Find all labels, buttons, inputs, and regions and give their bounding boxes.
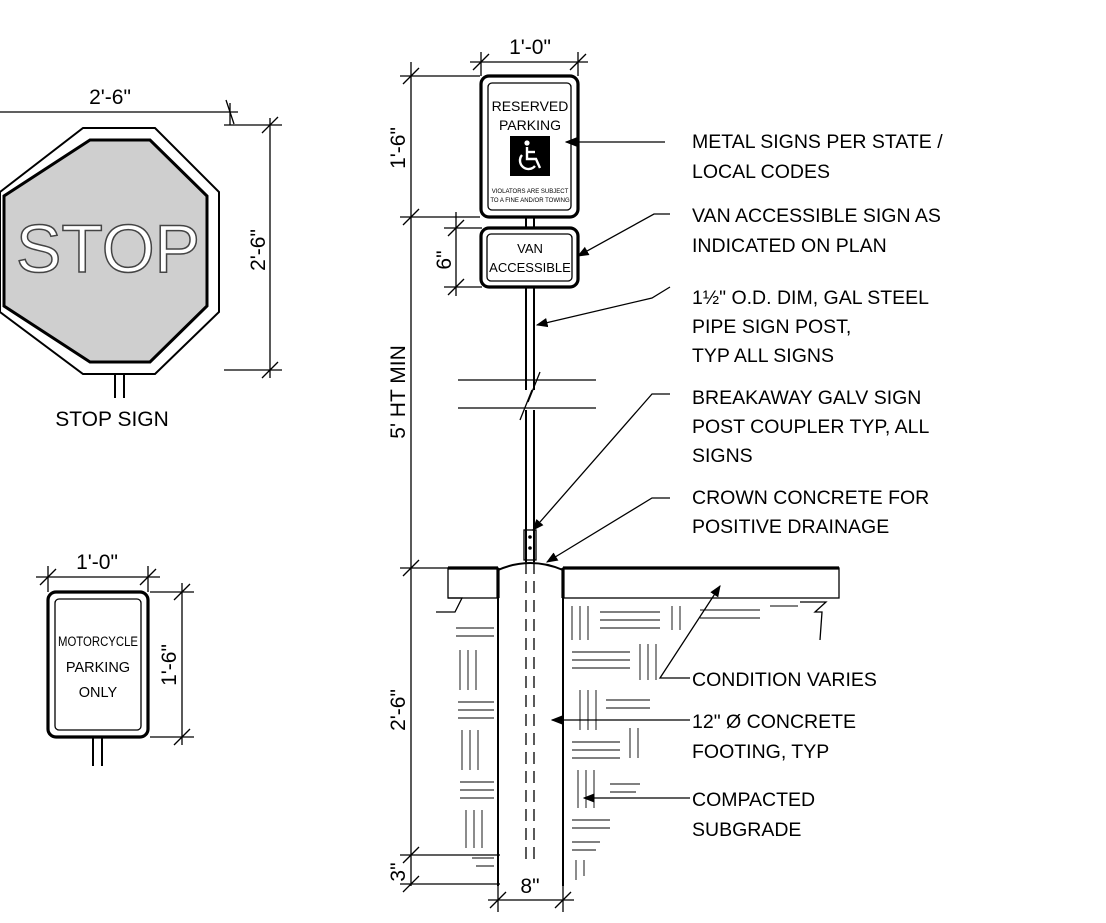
stop-height-label: 2'-6" [247, 229, 270, 271]
post-height-label: 5' HT MIN [387, 345, 410, 438]
note-van-sign-1: VAN ACCESSIBLE SIGN AS [692, 205, 941, 227]
stop-sign-text: STOP [16, 211, 200, 287]
stop-sign-caption: STOP SIGN [55, 408, 169, 431]
van-sign-height-label: 6" [433, 250, 456, 269]
leader-lines [532, 137, 721, 803]
sign-height-label: 1'-6" [387, 127, 410, 169]
stop-width-dimension: 2'-6" [0, 86, 238, 125]
reserved-fine-print-1: VIOLATORS ARE SUBJECT [492, 189, 569, 195]
motorcycle-width-label: 1'-0" [76, 551, 118, 574]
note-pipe-post-1: 1½" O.D. DIM, GAL STEEL [692, 287, 929, 309]
stop-width-label: 2'-6" [89, 86, 131, 109]
motorcycle-line-2: PARKING [66, 660, 130, 676]
note-metal-signs-2: LOCAL CODES [692, 161, 830, 183]
reserved-line-2: PARKING [499, 117, 561, 133]
note-coupler-3: SIGNS [692, 445, 753, 467]
note-subgrade-2: SUBGRADE [692, 819, 801, 841]
note-crown-1: CROWN CONCRETE FOR [692, 487, 929, 509]
breakaway-coupler [523, 529, 537, 561]
note-metal-signs-1: METAL SIGNS PER STATE / [692, 131, 943, 153]
motorcycle-line-1: MOTORCYCLE [58, 634, 138, 649]
base-depth-label: 3" [387, 862, 410, 881]
sign-width-dimension: 1'-0" [470, 36, 588, 76]
van-accessible-sign: VAN ACCESSIBLE [479, 226, 580, 289]
stop-sign-detail: 2'-6" 2'-6" STOP STOP SIGN [0, 86, 282, 431]
reserved-parking-sign: RESERVED PARKING VIOLATORS ARE SUBJECT T… [479, 74, 580, 219]
note-pipe-post-3: TYP ALL SIGNS [692, 345, 834, 367]
motorcycle-sign-detail: 1'-0" 1'-6" MOTORCYCLE PARKING ONLY [36, 551, 194, 766]
stop-sign-face [2, 138, 209, 364]
sign-post [458, 217, 596, 562]
footing-depth-label: 2'-6" [387, 689, 410, 731]
reserved-fine-print-2: TO A FINE AND/OR TOWING [490, 198, 570, 204]
note-crown-2: POSITIVE DRAINAGE [692, 516, 889, 538]
reserved-line-1: RESERVED [492, 98, 569, 114]
wheelchair-accessibility-icon [518, 140, 542, 171]
note-footing-2: FOOTING, TYP [692, 741, 829, 763]
footing-width-label: 8" [520, 875, 539, 898]
motorcycle-width-dimension: 1'-0" [36, 551, 160, 592]
pavement-section [436, 562, 840, 886]
note-subgrade-1: COMPACTED [692, 789, 815, 811]
van-line-1: VAN [517, 241, 543, 256]
note-coupler-2: POST COUPLER TYP, ALL [692, 416, 930, 438]
note-condition: CONDITION VARIES [692, 669, 877, 691]
motorcycle-line-3: ONLY [79, 685, 118, 701]
motorcycle-sign-outer [46, 590, 150, 739]
note-coupler-1: BREAKAWAY GALV SIGN [692, 387, 921, 409]
sign-width-label: 1'-0" [509, 36, 551, 59]
footing-width-dimension: 8" [488, 875, 574, 912]
subgrade-hatch [456, 605, 798, 880]
motorcycle-sign-inner [54, 598, 142, 731]
motorcycle-height-dimension: 1'-6" [150, 583, 194, 746]
post-vertical-dimensions: 1'-6" 5' HT MIN 2'-6" 3" [387, 62, 500, 893]
motorcycle-height-label: 1'-6" [158, 644, 181, 686]
sign-post-detail: 1'-0" 1'-6" 5' HT MIN 2'-6" 3" [387, 36, 943, 912]
stop-sign-outer-border [0, 127, 220, 375]
van-line-2: ACCESSIBLE [489, 260, 571, 275]
note-footing-1: 12" Ø CONCRETE [692, 711, 856, 733]
callout-notes: METAL SIGNS PER STATE / LOCAL CODES VAN … [692, 131, 943, 841]
note-van-sign-2: INDICATED ON PLAN [692, 235, 887, 257]
van-sign-dimension: 6" [433, 212, 482, 296]
stop-height-dimension: 2'-6" [224, 116, 282, 379]
note-pipe-post-2: PIPE SIGN POST, [692, 316, 851, 338]
